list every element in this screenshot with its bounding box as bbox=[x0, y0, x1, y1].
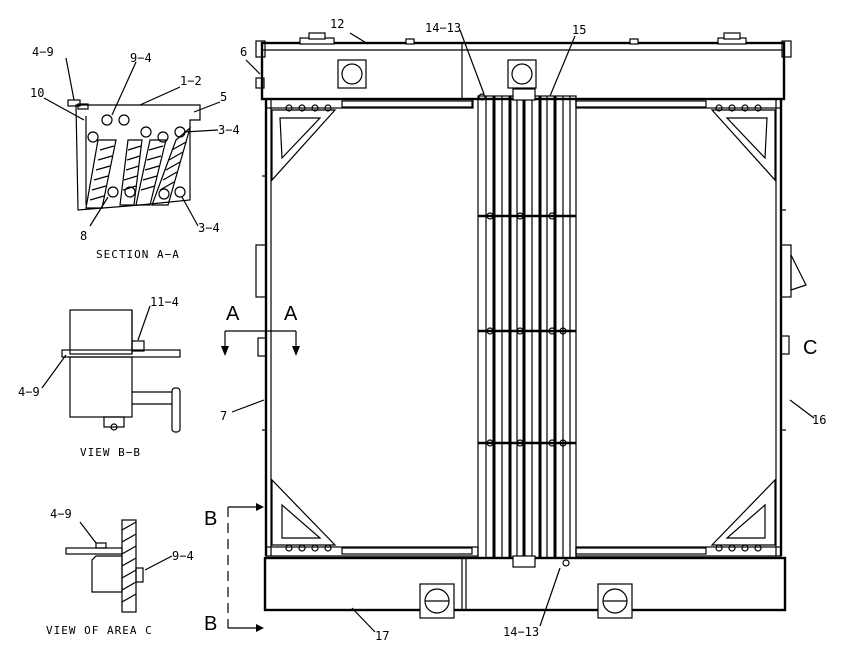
rail-bolts bbox=[285, 104, 762, 552]
callout-section-a-1-2: 1−2 bbox=[180, 74, 202, 88]
callout-14-13-bottom: 14−13 bbox=[503, 625, 539, 639]
view-c-detail bbox=[65, 519, 173, 613]
callout-section-a-9-4: 9−4 bbox=[130, 51, 152, 65]
callout-6: 6 bbox=[240, 45, 247, 59]
callout-section-a-3-4-upper: 3−4 bbox=[218, 123, 240, 137]
main-leaders bbox=[231, 29, 815, 633]
callout-7: 7 bbox=[220, 409, 227, 423]
callout-section-a-8: 8 bbox=[80, 229, 87, 243]
radiator-main-view bbox=[255, 32, 807, 619]
section-marker-b-bottom: B bbox=[204, 613, 217, 635]
callout-view-b-11-4: 11−4 bbox=[150, 295, 179, 309]
callout-section-a-3-4-lower: 3−4 bbox=[198, 221, 220, 235]
section-a-a-detail bbox=[43, 57, 221, 227]
callout-15: 15 bbox=[572, 23, 586, 37]
callout-16: 16 bbox=[812, 413, 826, 427]
caption-view-b: VIEW B−B bbox=[80, 446, 141, 459]
callout-section-a-5: 5 bbox=[220, 90, 227, 104]
section-marker-b-top: B bbox=[204, 508, 217, 530]
callout-section-a-10: 10 bbox=[30, 86, 44, 100]
callout-view-c-9-4: 9−4 bbox=[172, 549, 194, 563]
caption-view-c: VIEW OF AREA C bbox=[46, 624, 153, 637]
core-tube-bundle bbox=[477, 88, 577, 568]
caption-section-a: SECTION A−A bbox=[96, 248, 180, 261]
wall-hatching bbox=[121, 521, 137, 603]
section-cut-markers bbox=[221, 330, 300, 632]
callout-14-13-top: 14−13 bbox=[425, 21, 461, 35]
top-port-center bbox=[507, 59, 537, 89]
callout-17: 17 bbox=[375, 629, 389, 643]
section-marker-a-left: A bbox=[226, 303, 240, 325]
section-marker-c: C bbox=[803, 337, 817, 359]
spring-hatching bbox=[89, 141, 187, 201]
view-b-b-detail bbox=[41, 305, 181, 433]
callout-12: 12 bbox=[330, 17, 344, 31]
callout-view-c-4-9: 4−9 bbox=[50, 507, 72, 521]
callout-view-b-4-9: 4−9 bbox=[18, 385, 40, 399]
callout-section-a-4-9: 4−9 bbox=[32, 45, 54, 59]
section-marker-a-right: A bbox=[284, 303, 298, 325]
top-port-left bbox=[337, 59, 367, 89]
